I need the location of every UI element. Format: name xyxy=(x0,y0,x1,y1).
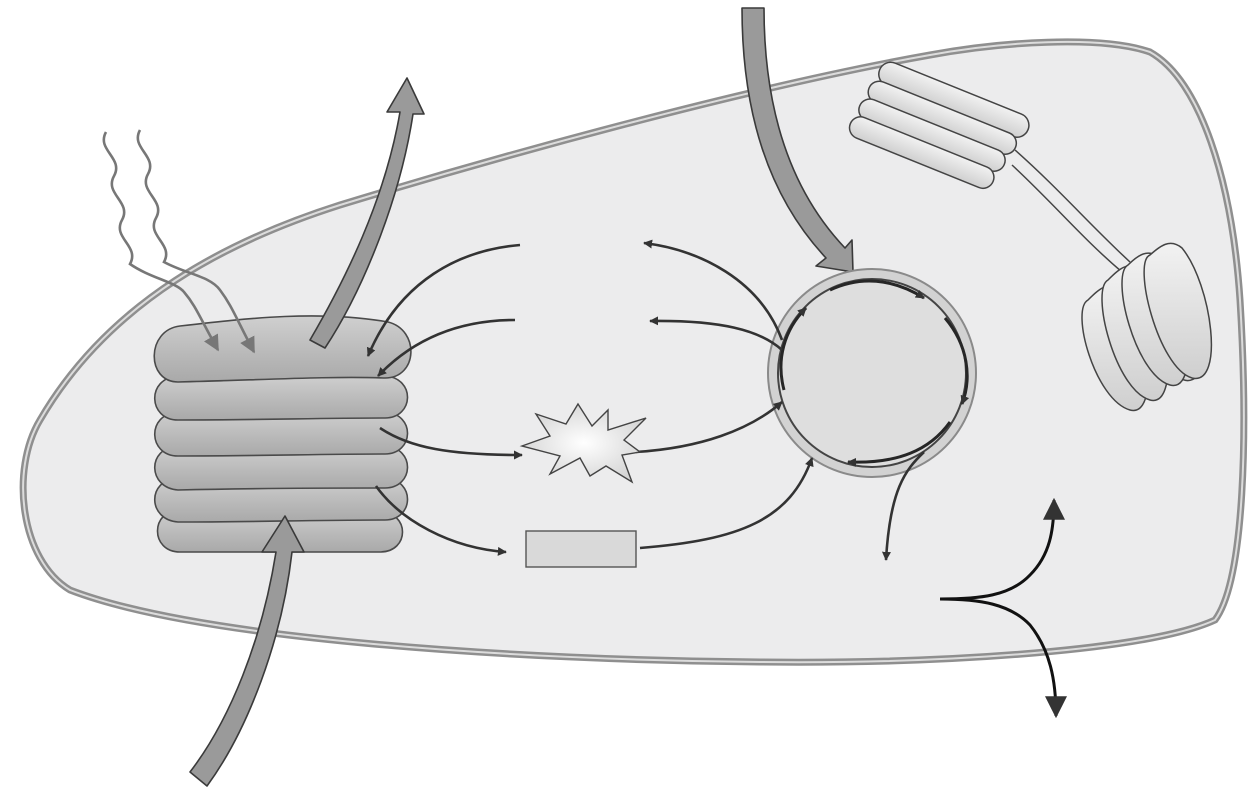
mitochondrion xyxy=(768,269,976,477)
rectangle-icon xyxy=(526,531,636,567)
chloroplast-stack xyxy=(154,316,411,552)
product-box xyxy=(526,531,636,567)
